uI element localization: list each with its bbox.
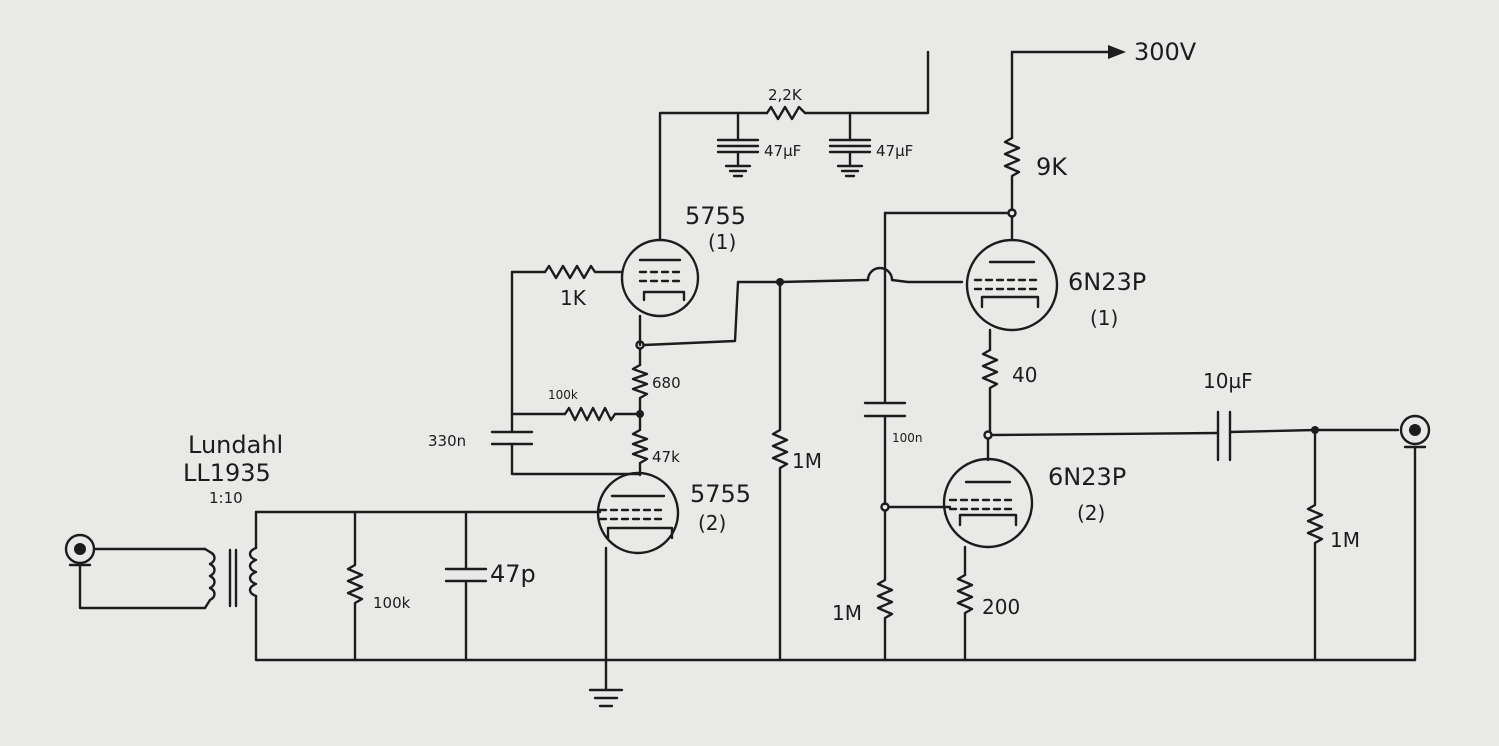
grid-resistor-1m-label: 1M [832,601,862,625]
transformer-ratio: 1:10 [209,489,243,507]
tube-5755-1-index: (1) [708,230,736,254]
resistor-47k-label: 47k [652,448,680,466]
output-capacitor-10uf [1216,410,1400,462]
filter-resistor-label: 2,2K [768,86,803,104]
output-resistor-1m-label: 1M [1330,528,1360,552]
cathode-resistor-40 [981,348,999,434]
filter-capacitor-2 [828,111,872,178]
tube-5755-1-type: 5755 [685,202,746,230]
feedback-resistor-100k-label: 100k [548,388,578,402]
grid-stopper-1k-label: 1K [560,286,587,310]
cathode-resistor-200-label: 200 [982,595,1020,619]
input-resistor-100k-label: 100k [373,594,411,612]
ground-icon [588,688,624,708]
grid-stopper-1k [543,264,624,280]
tube-6n23p-1-type: 6N23P [1068,268,1146,296]
resistor-47k [631,416,649,477]
grid-resistor-1m [876,509,894,662]
tube-6n23p-2-type: 6N23P [1048,463,1126,491]
cathode-resistor-680 [631,363,649,414]
grid-leak-resistor-1m [771,280,789,662]
capacitor-47p [444,510,488,662]
capacitor-100n-label: 100n [892,431,923,445]
plate-resistor-9k-label: 9K [1036,153,1068,181]
input-resistor-100k [346,510,364,662]
output-capacitor-10uf-label: 10µF [1203,369,1253,393]
filter-capacitor-2-label: 47µF [876,142,913,160]
filter-resistor [765,105,807,121]
capacitor-330n-label: 330n [428,432,466,450]
filter-capacitor-1 [716,111,760,178]
capacitor-100n [863,211,907,506]
output-resistor-1m [1306,428,1324,662]
transformer-ll1935 [203,510,258,662]
capacitor-330n [490,412,642,476]
tube-5755-1 [620,238,700,347]
tube-5755-2-index: (2) [698,511,726,535]
grid-leak-resistor-1m-label: 1M [792,449,822,473]
tube-5755-2-type: 5755 [690,480,751,508]
tube-6n23p-1-index: (1) [1090,306,1118,330]
input-jack-icon [64,533,207,610]
tube-6n23p-2 [942,457,1034,577]
plate-resistor-9k [1003,136,1021,182]
filter-capacitor-1-label: 47µF [764,142,801,160]
tube-6n23p-2-index: (2) [1077,501,1105,525]
supply-voltage-label: 300V [1134,38,1197,66]
capacitor-47p-label: 47p [490,560,536,588]
output-jack-icon [1399,414,1431,662]
supply-rail [658,45,1126,242]
cathode-resistor-200 [956,573,974,662]
cathode-resistor-680-label: 680 [652,374,681,392]
transformer-model: LL1935 [183,459,271,487]
transformer-brand: Lundahl [188,431,283,459]
feedback-resistor-100k [563,406,642,422]
tube-6n23p-1 [965,238,1059,352]
cathode-resistor-40-label: 40 [1012,363,1037,387]
tube-5755-2 [596,471,680,692]
